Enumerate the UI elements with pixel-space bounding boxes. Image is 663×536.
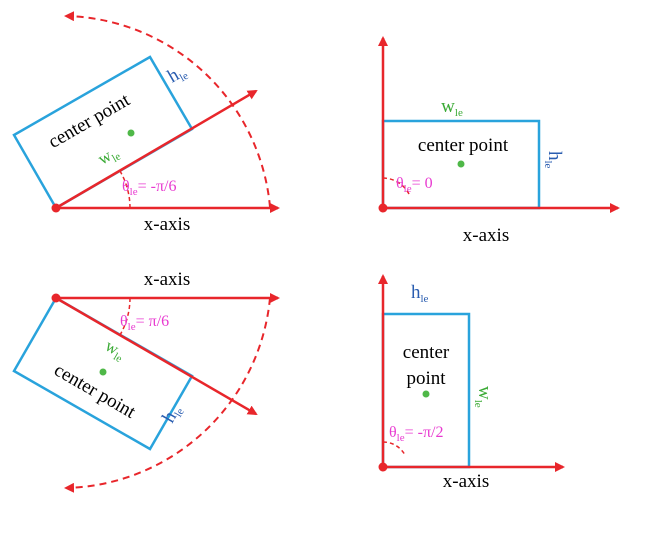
center-point-label: center point — [50, 360, 139, 424]
center-dot — [99, 368, 107, 376]
panel-bottom-left: x-axis θle= π/6 wle center point hle — [12, 269, 280, 493]
panel-top-left: center point hle wle θle= -π/6 x-axis — [12, 11, 280, 235]
angle-arc — [119, 297, 131, 336]
x-axis-label: x-axis — [144, 214, 190, 235]
angle-label: θle= -π/6 — [122, 178, 177, 198]
center-dot — [422, 390, 430, 398]
center-dot — [127, 129, 135, 137]
center-point-label: center point — [418, 135, 509, 156]
origin-point — [51, 293, 61, 303]
height-label: hle — [164, 60, 191, 89]
origin-point — [378, 462, 388, 472]
panel-top-right: center point wle hle θle= 0 x-axis — [378, 36, 620, 246]
angle-label: θle= -π/2 — [389, 424, 444, 444]
x-axis-label: x-axis — [443, 471, 489, 492]
x-axis-label: x-axis — [144, 269, 190, 290]
center-point-label: center point — [45, 89, 134, 153]
box-direction-arrow — [55, 296, 258, 416]
angle-arc — [382, 177, 410, 195]
angle-arc — [119, 170, 131, 209]
width-label: wle — [95, 142, 124, 171]
width-label: wle — [472, 386, 495, 408]
panel-bottom-right: hle center point wle θle= -π/2 x-axis — [378, 274, 565, 492]
width-label: wle — [441, 96, 463, 119]
x-axis-label: x-axis — [463, 225, 509, 246]
height-label: hle — [542, 151, 565, 169]
center-dot — [457, 160, 465, 168]
box-direction-arrow — [55, 89, 258, 210]
width-label: wle — [101, 336, 130, 365]
height-label: hle — [411, 282, 429, 305]
angle-label: θle= 0 — [396, 175, 433, 195]
origin-point — [378, 203, 388, 213]
height-label: hle — [158, 401, 187, 428]
origin-point — [51, 203, 61, 213]
center-label-line1: center — [403, 342, 450, 363]
angle-arc — [382, 441, 406, 456]
center-label-line2: point — [406, 368, 446, 389]
angle-label: θle= π/6 — [120, 313, 169, 333]
